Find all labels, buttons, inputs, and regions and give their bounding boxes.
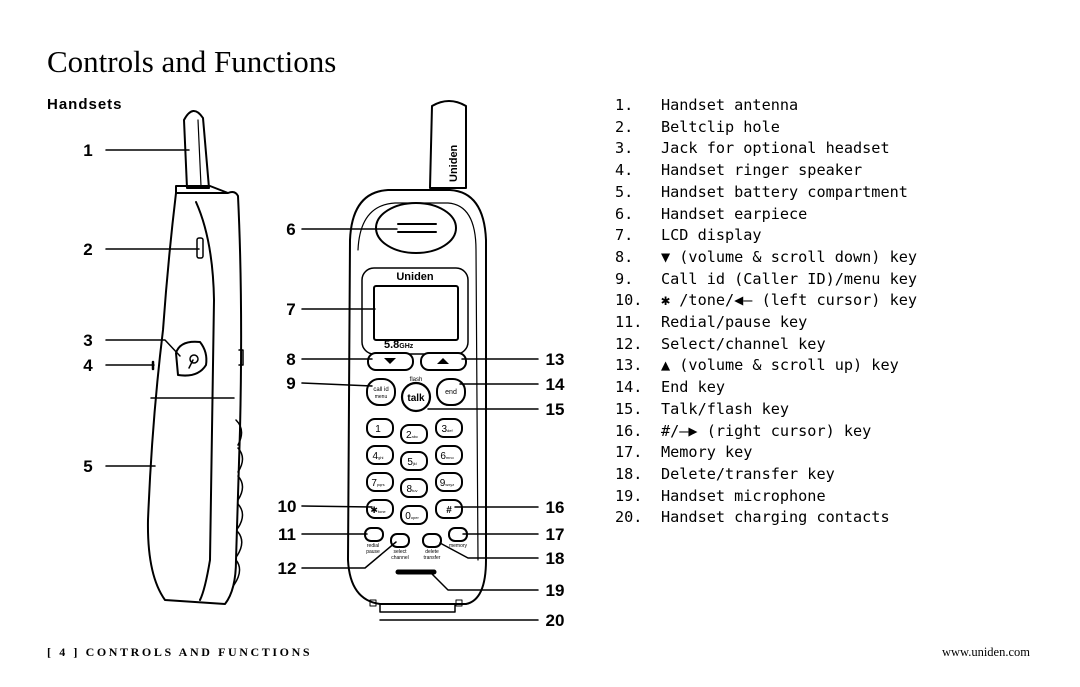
footer-website-link[interactable]: www.uniden.com xyxy=(941,645,1030,659)
legend-item: 4.Handset ringer speaker xyxy=(615,161,863,180)
legend-item: 12.Select/channel key xyxy=(615,334,826,353)
section-subtitle: Handsets xyxy=(47,96,123,113)
key-3-label: 3def xyxy=(441,424,453,435)
legend-item: 10.✱ /tone/◀— (left cursor) key xyxy=(615,291,918,310)
legend-item: 5.Handset battery compartment xyxy=(615,182,908,201)
callout-7: 7 xyxy=(286,300,295,319)
callout-16: 16 xyxy=(546,498,565,517)
callout-lines xyxy=(105,149,539,621)
page-title: Controls and Functions xyxy=(47,44,337,79)
callout-20: 20 xyxy=(546,611,565,630)
front-view-handset xyxy=(347,100,487,613)
star-key-label: ✱tone xyxy=(370,505,386,515)
key-1-label: 1 xyxy=(375,424,381,435)
star-tone-key xyxy=(366,499,394,519)
callout-6: 6 xyxy=(286,220,295,239)
legend-item: 9.Call id (Caller ID)/menu key xyxy=(615,269,918,288)
side-antenna xyxy=(183,110,210,189)
callout-5: 5 xyxy=(83,457,92,476)
callout-2: 2 xyxy=(83,240,92,259)
legend-item: 17.Memory key xyxy=(615,443,753,462)
callout-1: 1 xyxy=(83,141,92,160)
callout-11: 11 xyxy=(278,525,296,544)
key-2-label: 2abc xyxy=(406,430,418,441)
legend-item: 7.LCD display xyxy=(615,226,762,245)
flash-label: flash xyxy=(410,377,423,383)
key-9-label: 9wxyz xyxy=(440,478,454,489)
legend-item: 1.Handset antenna xyxy=(615,96,799,114)
pause-label: pause xyxy=(366,549,380,555)
controls-legend: 1.Handset antenna 2.Beltclip hole 3.Jack… xyxy=(615,95,917,529)
side-view-handset xyxy=(146,110,244,605)
hash-key xyxy=(435,499,463,519)
callout-13: 13 xyxy=(546,350,565,369)
frequency-label: 5.8GHz xyxy=(384,339,414,351)
footer-page-label: [ 4 ] CONTROLS AND FUNCTIONS xyxy=(47,645,313,659)
headset-jack xyxy=(175,340,208,377)
key-7-label: 7pqrs xyxy=(371,478,384,489)
legend-item: 19.Handset microphone xyxy=(615,486,826,505)
key-0-label: 0oper xyxy=(405,511,419,522)
legend-item: 18.Delete/transfer key xyxy=(615,464,835,483)
legend-item: 14.End key xyxy=(615,378,726,397)
talk-label: talk xyxy=(407,393,425,404)
legend-item: 8.▼ (volume & scroll down) key xyxy=(615,247,918,266)
lcd-display xyxy=(373,285,459,341)
talk-key xyxy=(400,381,432,413)
transfer-label: transfer xyxy=(424,555,441,561)
call-id-label: call id xyxy=(373,387,388,393)
channel-label: channel xyxy=(391,555,409,561)
callout-4: 4 xyxy=(83,356,93,375)
callout-3: 3 xyxy=(83,331,92,350)
redial-pause-key xyxy=(364,527,384,542)
key-5-label: 5jkl xyxy=(407,457,416,468)
callout-15: 15 xyxy=(546,400,565,419)
select-channel-key xyxy=(390,533,410,548)
charging-contacts xyxy=(379,603,456,613)
legend-item: 6.Handset earpiece xyxy=(615,204,808,223)
legend-item: 13.▲ (volume & scroll up) key xyxy=(615,356,899,375)
key-8-label: 8tuv xyxy=(407,484,418,495)
delete-transfer-key xyxy=(422,533,442,548)
hash-key-label: # xyxy=(446,505,452,516)
memory-label: memory xyxy=(449,543,468,549)
callout-9: 9 xyxy=(286,374,295,393)
antenna-brand-label: Uniden xyxy=(448,144,460,182)
legend-item: 16.#/—▶ (right cursor) key xyxy=(615,421,872,440)
legend-item: 2.Beltclip hole xyxy=(615,117,780,136)
legend-item: 15.Talk/flash key xyxy=(615,399,790,418)
legend-item: 3.Jack for optional headset xyxy=(615,139,890,158)
callout-10: 10 xyxy=(278,497,297,516)
delete-label: delete xyxy=(425,549,439,555)
end-key xyxy=(436,378,466,406)
callout-12: 12 xyxy=(278,559,297,578)
key-6-label: 6mno xyxy=(440,451,454,462)
callout-19: 19 xyxy=(546,581,565,600)
callout-17: 17 xyxy=(546,525,565,544)
earpiece xyxy=(375,202,457,254)
redial-label: redial xyxy=(367,543,379,549)
end-label: end xyxy=(445,389,457,396)
legend-item: 20.Handset charging contacts xyxy=(615,508,890,527)
legend-item: 11.Redial/pause key xyxy=(615,313,808,332)
callout-8: 8 xyxy=(286,350,295,369)
front-brand-label: Uniden xyxy=(396,271,434,283)
select-label: select xyxy=(393,549,407,555)
beltclip-hole xyxy=(196,237,204,259)
handset-diagram: Uniden Uniden 5.8GHz flash talk call id … xyxy=(83,100,565,630)
key-4-label: 4ghi xyxy=(373,451,384,462)
callout-14: 14 xyxy=(546,375,565,394)
callout-18: 18 xyxy=(546,549,565,568)
menu-label: menu xyxy=(375,394,388,400)
front-antenna xyxy=(429,100,467,189)
call-id-menu-key xyxy=(366,378,396,406)
